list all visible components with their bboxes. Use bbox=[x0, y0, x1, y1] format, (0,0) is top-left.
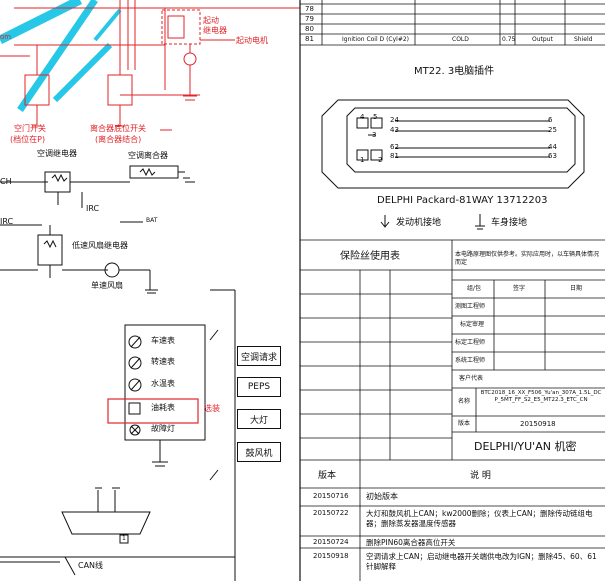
company-label: DELPHI/YU'AN 机密 bbox=[474, 440, 577, 453]
irc-label-b: IRC bbox=[0, 217, 14, 226]
clutch-switch-label: 离合器底位开关 bbox=[90, 124, 146, 133]
name-value: BTC2018_16_XX_F506_Yu'an_307A_1.5L_DCP_5… bbox=[480, 390, 602, 404]
gauge-rpm-label: 转速表 bbox=[151, 357, 175, 366]
pin-81-state: COLD bbox=[452, 36, 469, 43]
ac-clutch-label: 空调离合器 bbox=[128, 151, 168, 160]
revision-version-2: 20150722 bbox=[313, 509, 349, 517]
gauge-speed-label: 车速表 bbox=[151, 336, 175, 345]
revision-desc-3: 删除PIN60离合器高位开关 bbox=[366, 538, 456, 547]
headlight-box: 大灯 bbox=[237, 409, 281, 429]
connector-pin-label: 1 bbox=[122, 535, 126, 542]
can-line-label: CAN线 bbox=[78, 561, 104, 570]
pin-81-name: Ignition Coil D (Cyl#2) bbox=[342, 36, 410, 43]
ac-request-box: 空调请求 bbox=[237, 346, 281, 366]
low-fan-relay-label: 低速风扇继电器 bbox=[72, 241, 128, 250]
bat-label: BAT bbox=[146, 217, 158, 224]
gauge-fuel-label: 油耗表 bbox=[151, 403, 175, 412]
start-motor-label: 起动电机 bbox=[236, 36, 268, 45]
version-value: 20150918 bbox=[520, 420, 556, 428]
pin-5: 5 bbox=[373, 113, 378, 121]
clutch-switch-note: (离合器结合) bbox=[95, 135, 142, 144]
role-customer: 客户代表 bbox=[459, 375, 484, 382]
pin-78: 78 bbox=[305, 5, 314, 13]
role-calibration-engineer: 标定工程师 bbox=[455, 339, 486, 346]
ch-label: CH bbox=[0, 177, 12, 186]
pin-81-type: Output bbox=[532, 36, 553, 43]
gauge-fault-label: 故障灯 bbox=[151, 424, 175, 433]
pin-81-value: 0.75 bbox=[502, 36, 516, 43]
corner-text: om bbox=[0, 33, 12, 41]
pin-24: 24 bbox=[390, 116, 399, 124]
revision-version-3: 20150724 bbox=[313, 538, 349, 546]
role-system-engineer: 系统工程师 bbox=[455, 357, 486, 364]
gauge-temp-label: 水温表 bbox=[151, 379, 175, 388]
pin-6: 6 bbox=[548, 116, 553, 124]
pin-2: 2 bbox=[378, 156, 383, 164]
pin-63: 63 bbox=[548, 152, 557, 160]
name-label: 名称 bbox=[458, 398, 471, 405]
pin-43: 43 bbox=[390, 126, 399, 134]
ac-relay-label: 空调继电器 bbox=[37, 149, 77, 158]
blower-box: 鼓风机 bbox=[237, 442, 281, 462]
pin-81: 81 bbox=[305, 35, 314, 43]
pin-62: 62 bbox=[390, 143, 399, 151]
pin-4: 4 bbox=[360, 113, 365, 121]
irc-label-a: IRC bbox=[86, 204, 100, 213]
revision-desc-1: 初始版本 bbox=[366, 492, 398, 501]
role-drafting-engineer: 测图工程师 bbox=[455, 303, 486, 310]
version-label: 版本 bbox=[458, 420, 471, 427]
revision-version-4: 20150918 bbox=[313, 552, 349, 560]
titleblock-note: 本电路原理图仅供参考。实际应用时，以车辆具体情况而定 bbox=[455, 251, 600, 267]
col-header-group: 组/包 bbox=[467, 285, 482, 292]
connector-part: DELPHI Packard-81WAY 13712203 bbox=[377, 195, 548, 206]
role-calibration-review: 标定审理 bbox=[460, 321, 485, 328]
col-header-sign: 签字 bbox=[513, 285, 526, 292]
fuse-table-title: 保险丝使用表 bbox=[340, 251, 400, 262]
pin-80: 80 bbox=[305, 25, 314, 33]
revision-header-version: 版本 bbox=[318, 471, 337, 481]
revision-version-1: 20150716 bbox=[313, 492, 349, 500]
door-switch-note: (档位在P) bbox=[10, 135, 46, 144]
revision-desc-2: 大灯和鼓风机上CAN；kw2000删除；仪表上CAN；删除传动链组电器；删除蒸发… bbox=[366, 509, 593, 529]
body-ground-legend: 车身接地 bbox=[491, 218, 528, 228]
start-relay-label: 起动 继电器 bbox=[203, 16, 227, 35]
revision-desc-4: 空调请求上CAN；启动继电器开关端供电改为IGN；删除45、60、61针脚解释 bbox=[366, 552, 597, 572]
pin-81-connector: 81 bbox=[390, 152, 399, 160]
pin-25: 25 bbox=[548, 126, 557, 134]
peps-box: PEPS bbox=[237, 377, 281, 397]
single-fan-label: 单速风扇 bbox=[91, 281, 123, 290]
revision-header-desc: 说 明 bbox=[470, 471, 491, 481]
engine-ground-legend: 发动机接地 bbox=[396, 218, 442, 228]
connector-title: MT22. 3电脑插件 bbox=[414, 66, 495, 77]
optional-label: 选装 bbox=[204, 404, 220, 413]
door-switch-label: 空门开关 bbox=[14, 124, 46, 133]
pin-81-shield: Shield bbox=[574, 36, 593, 43]
pin-79: 79 bbox=[305, 15, 314, 23]
pin-44: 44 bbox=[548, 143, 557, 151]
pin-1: 1 bbox=[360, 156, 365, 164]
col-header-date: 日期 bbox=[570, 285, 583, 292]
pin-3: 3 bbox=[372, 131, 377, 139]
